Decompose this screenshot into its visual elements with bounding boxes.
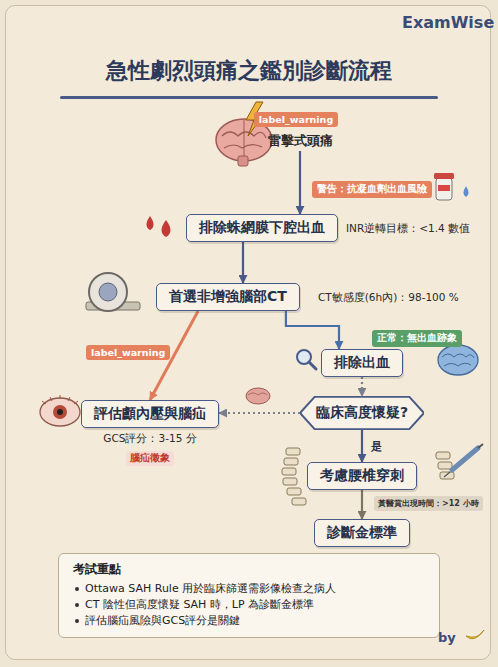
node-text: 黃醫賞出現時間：>12 小時 bbox=[378, 499, 479, 508]
flow-connector bbox=[361, 377, 363, 396]
flow-connector bbox=[299, 151, 301, 214]
bullet-text: Ottawa SAH Rule 用於臨床篩選需影像檢查之病人 bbox=[85, 582, 336, 595]
note-label: GCS評分：3-15 分 bbox=[103, 432, 196, 446]
hexagon-shape bbox=[300, 397, 424, 430]
warning-tag: 警告：抗凝血劑出血風險 bbox=[312, 181, 432, 198]
diagram-title: 急性劇烈頭痛之鑑別診斷流程 bbox=[0, 56, 498, 86]
medicine-bottle-icon bbox=[434, 173, 469, 200]
flow-connector bbox=[286, 311, 339, 349]
node-text: 臨床高度懷疑? bbox=[316, 404, 408, 422]
magnifier-icon bbox=[297, 350, 316, 369]
node-text: 診斷金標準 bbox=[327, 524, 397, 540]
terminal-box: 診斷金標準 bbox=[314, 519, 410, 547]
node-text: 警告：抗凝血劑出血風險 bbox=[317, 183, 427, 194]
node-text: 排除出血 bbox=[334, 354, 390, 370]
process-box: 評估顱內壓與腦疝 bbox=[81, 400, 219, 428]
node-text: 考慮腰椎穿刺 bbox=[320, 467, 404, 483]
node-text: 排除蛛網膜下腔出血 bbox=[199, 219, 325, 235]
node-text: 雷擊式頭痛 bbox=[268, 133, 333, 148]
node-text: 評估顱內壓與腦疝 bbox=[94, 405, 206, 421]
warning-note: 腦疝徵象 bbox=[126, 451, 174, 466]
note-label: CT敏感度(6h內)：98-100 % bbox=[318, 291, 459, 305]
title-underline bbox=[60, 96, 438, 99]
spine-icon bbox=[282, 448, 306, 505]
node-text: label_warning bbox=[259, 114, 333, 125]
flow-connector bbox=[361, 490, 363, 519]
bullet-row: 評估腦疝風險與GCS評分是關鍵 bbox=[73, 613, 427, 629]
blood-drop-icon bbox=[147, 216, 171, 237]
brain-icon-small bbox=[246, 388, 270, 404]
warning-tag: label_warning bbox=[254, 112, 338, 127]
eye-icon bbox=[40, 395, 80, 426]
process-box: 考慮腰椎穿刺 bbox=[307, 462, 417, 490]
flow-connector bbox=[361, 430, 363, 462]
node-text: 正常：無出血跡象 bbox=[377, 332, 457, 343]
process-box: 排除出血 bbox=[321, 349, 403, 377]
flow-connector bbox=[242, 242, 244, 283]
note-tag: 黃醫賞出現時間：>12 小時 bbox=[374, 496, 483, 511]
bullet-row: CT 陰性但高度懷疑 SAH 時，LP 為診斷金標準 bbox=[73, 597, 427, 613]
brain-icon bbox=[438, 345, 478, 375]
ct-scanner-icon bbox=[86, 273, 140, 311]
bullet-dot bbox=[75, 587, 79, 591]
flow-connector bbox=[219, 412, 300, 414]
bullet-row: Ottawa SAH Rule 用於臨床篩選需影像檢查之病人 bbox=[73, 581, 427, 597]
warning-tag: label_warning bbox=[86, 345, 170, 360]
key-points-panel: 考試重點 Ottawa SAH Rule 用於臨床篩選需影像檢查之病人 CT 陰性但… bbox=[58, 553, 440, 638]
banana-icon bbox=[466, 630, 484, 639]
bullet-dot bbox=[75, 619, 79, 623]
panel-heading: 考試重點 bbox=[73, 561, 427, 578]
bullet-dot bbox=[75, 603, 79, 607]
syringe-icon bbox=[444, 444, 483, 477]
bullet-text: 評估腦疝風險與GCS評分是關鍵 bbox=[85, 614, 240, 627]
process-box: 首選非增強腦部CT bbox=[156, 283, 300, 311]
edge-label: 是 bbox=[369, 439, 384, 454]
spine-icon-right bbox=[436, 452, 454, 479]
status-tag: 正常：無出血跡象 bbox=[372, 330, 462, 347]
note-label: INR逆轉目標：<1.4 數值 bbox=[346, 222, 470, 236]
node-text: label_warning bbox=[91, 347, 165, 358]
node-text: 首選非增強腦部CT bbox=[169, 288, 287, 304]
decision-hexagon: 臨床高度懷疑? bbox=[300, 396, 424, 430]
process-box: 排除蛛網膜下腔出血 bbox=[186, 214, 338, 242]
start-label: 雷擊式頭痛 bbox=[266, 131, 335, 151]
brand-label: ExamWise bbox=[402, 13, 494, 32]
signature-label: by bbox=[438, 630, 456, 645]
bullet-text: CT 陰性但高度懷疑 SAH 時，LP 為診斷金標準 bbox=[85, 598, 314, 611]
